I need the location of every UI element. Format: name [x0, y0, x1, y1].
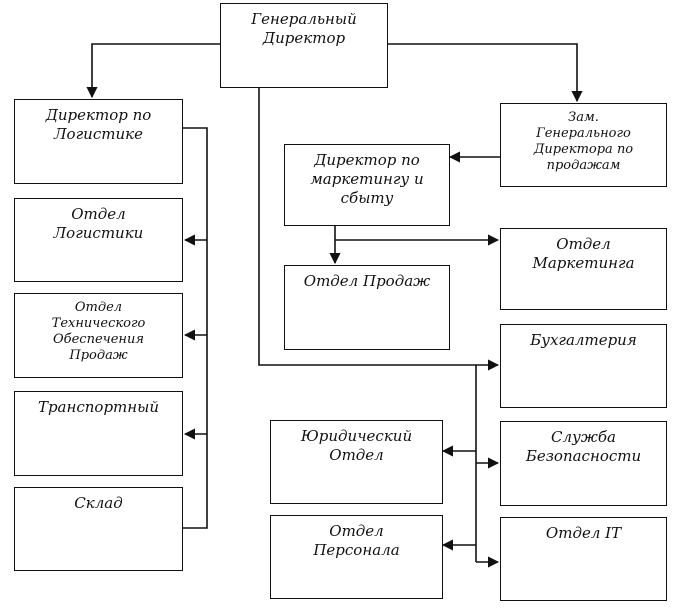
- ceo-trunk: [258, 88, 476, 366]
- edge-ceo-deputy-sales: [388, 43, 583, 103]
- node-it-dept: Отдел IT: [500, 517, 667, 601]
- node-ceo: Генеральный Директор: [220, 3, 388, 88]
- node-legal-dept-label: Юридический Отдел: [300, 427, 413, 464]
- node-transport-label: Транспортный: [37, 398, 160, 416]
- node-accounting-label: Бухгалтерия: [530, 331, 637, 349]
- node-marketing-dept: Отдел Маркетинга: [500, 228, 667, 310]
- node-logistics-dept-label: Отдел Логистики: [53, 205, 144, 242]
- node-hr-dept-label: Отдел Персонала: [313, 522, 400, 559]
- node-deputy-sales: Зам. Генерального Директора по продажам: [500, 103, 667, 187]
- node-logistics-director: Директор по Логистике: [14, 99, 183, 184]
- node-accounting: Бухгалтерия: [500, 324, 667, 408]
- node-tech-support-dept: Отдел Технического Обеспечения Продаж: [14, 293, 183, 378]
- node-logistics-dept: Отдел Логистики: [14, 198, 183, 282]
- node-warehouse: Склад: [14, 487, 183, 571]
- node-ceo-label: Генеральный Директор: [251, 10, 357, 47]
- node-sales-dept-label: Отдел Продаж: [303, 272, 431, 290]
- node-sales-dept: Отдел Продаж: [284, 265, 450, 350]
- node-security-label: Служба Безопасности: [525, 428, 642, 465]
- node-transport: Транспортный: [14, 391, 183, 476]
- node-it-dept-label: Отдел IT: [545, 524, 622, 542]
- node-security: Служба Безопасности: [500, 421, 667, 506]
- logistics-bus: [183, 127, 208, 529]
- node-tech-support-dept-label: Отдел Технического Обеспечения Продаж: [51, 300, 146, 363]
- edge-ceo-logistics-director: [86, 43, 220, 99]
- node-hr-dept: Отдел Персонала: [270, 515, 443, 599]
- node-warehouse-label: Склад: [74, 494, 123, 512]
- node-legal-dept: Юридический Отдел: [270, 420, 443, 504]
- node-marketing-director-label: Директор по маркетингу и сбыту: [310, 151, 424, 207]
- node-marketing-director: Директор по маркетингу и сбыту: [284, 144, 450, 226]
- node-logistics-director-label: Директор по Логистике: [45, 106, 152, 143]
- node-marketing-dept-label: Отдел Маркетинга: [532, 235, 635, 272]
- node-deputy-sales-label: Зам. Генерального Директора по продажам: [533, 110, 634, 173]
